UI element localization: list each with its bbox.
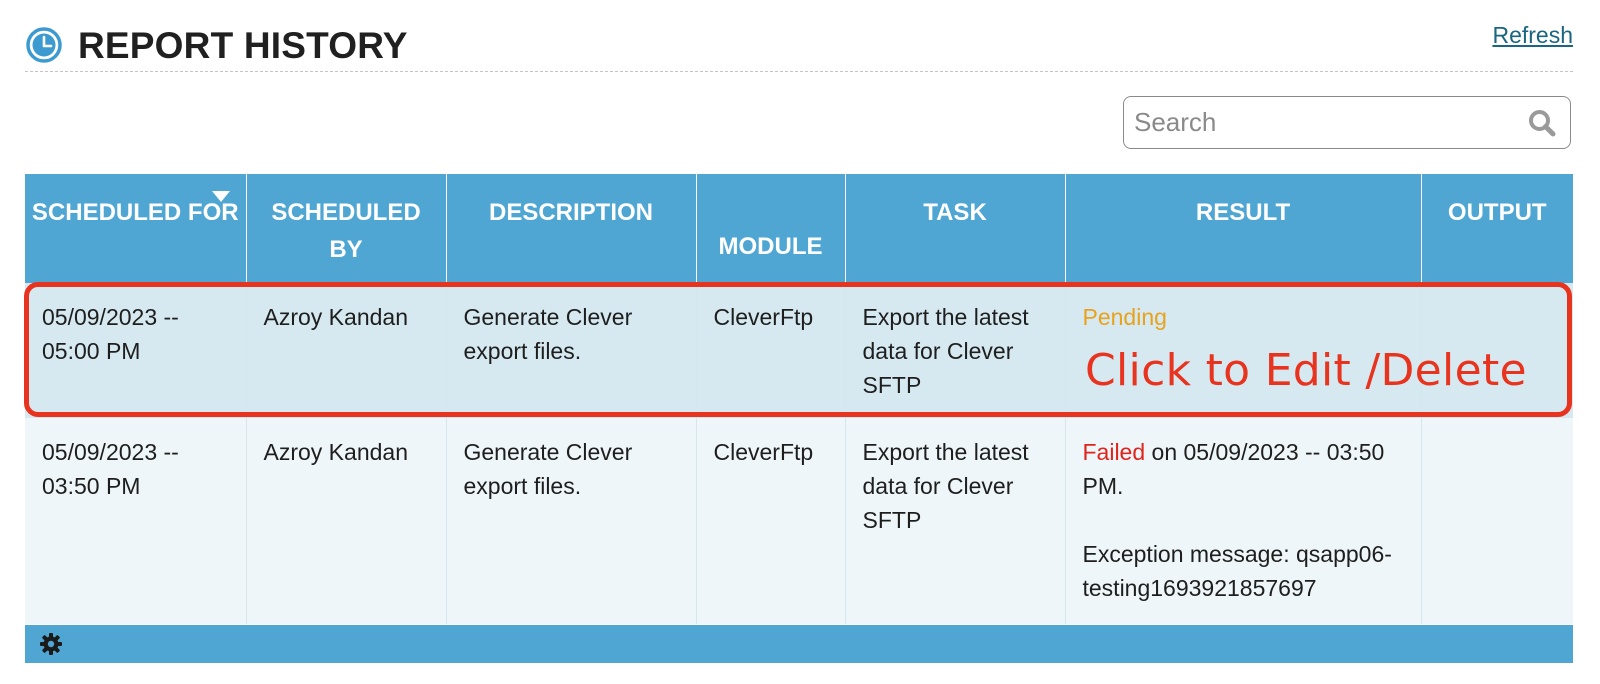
status-failed: Failed — [1082, 439, 1146, 465]
column-header-label: SCHEDULED BY — [271, 199, 421, 263]
column-header-label: MODULE — [718, 233, 823, 260]
column-header-scheduled-by[interactable]: SCHEDULED BY — [246, 174, 447, 283]
cell-scheduled-for: 05/09/2023 -- 03:50 PM — [25, 418, 247, 624]
column-header-output[interactable]: OUTPUT — [1421, 174, 1573, 283]
gear-icon[interactable] — [39, 632, 63, 656]
status-pending: Pending — [1082, 304, 1167, 330]
cell-result: Pending — [1065, 283, 1422, 418]
cell-task: Export the latest data for Clever SFTP — [845, 283, 1066, 418]
cell-scheduled-by: Azroy Kandan — [246, 283, 447, 418]
cell-output — [1421, 418, 1573, 624]
column-header-description[interactable]: DESCRIPTION — [446, 174, 697, 283]
cell-output — [1421, 283, 1573, 418]
cell-description: Generate Clever export files. — [446, 283, 697, 418]
report-history-table: SCHEDULED FOR SCHEDULED BY DESCRIPTION M… — [25, 174, 1573, 624]
exception-message: Exception message: qsapp06-testing169392… — [1082, 541, 1392, 601]
column-header-label: OUTPUT — [1447, 199, 1547, 226]
column-header-label: TASK — [923, 199, 987, 226]
cell-result: Failed on 05/09/2023 -- 03:50 PM. Except… — [1065, 418, 1422, 624]
sort-desc-icon[interactable] — [211, 191, 230, 202]
column-header-label: RESULT — [1195, 199, 1291, 226]
column-header-module[interactable]: MODULE — [696, 174, 846, 283]
page-title: REPORT HISTORY — [78, 25, 408, 66]
page-header: REPORT HISTORY Refresh — [25, 22, 1573, 72]
cell-task: Export the latest data for Clever SFTP — [845, 418, 1066, 624]
search-input[interactable] — [1134, 97, 1514, 148]
cell-module: CleverFtp — [696, 418, 846, 624]
table-footer-bar — [25, 625, 1573, 663]
search-box[interactable] — [1123, 96, 1571, 149]
table-row[interactable]: 05/09/2023 -- 03:50 PM Azroy Kandan Gene… — [25, 418, 1573, 624]
column-header-result[interactable]: RESULT — [1065, 174, 1422, 283]
result-detail: on 05/09/2023 -- 03:50 PM. — [1082, 439, 1385, 499]
table-header-row: SCHEDULED FOR SCHEDULED BY DESCRIPTION M… — [25, 174, 1573, 283]
refresh-link[interactable]: Refresh — [1492, 22, 1573, 48]
annotation-click-to-edit-delete: Click to Edit /Delete — [1085, 345, 1527, 396]
clock-icon — [26, 27, 62, 63]
column-header-task[interactable]: TASK — [845, 174, 1066, 283]
cell-scheduled-by: Azroy Kandan — [246, 418, 447, 624]
column-header-scheduled-for[interactable]: SCHEDULED FOR — [25, 174, 247, 283]
column-header-label: DESCRIPTION — [488, 199, 653, 226]
cell-description: Generate Clever export files. — [446, 418, 697, 624]
cell-scheduled-for: 05/09/2023 -- 05:00 PM — [25, 283, 247, 418]
table-row[interactable]: 05/09/2023 -- 05:00 PM Azroy Kandan Gene… — [25, 283, 1573, 418]
search-icon[interactable] — [1528, 109, 1556, 137]
cell-module: CleverFtp — [696, 283, 846, 418]
column-header-label: SCHEDULED FOR — [31, 199, 239, 226]
